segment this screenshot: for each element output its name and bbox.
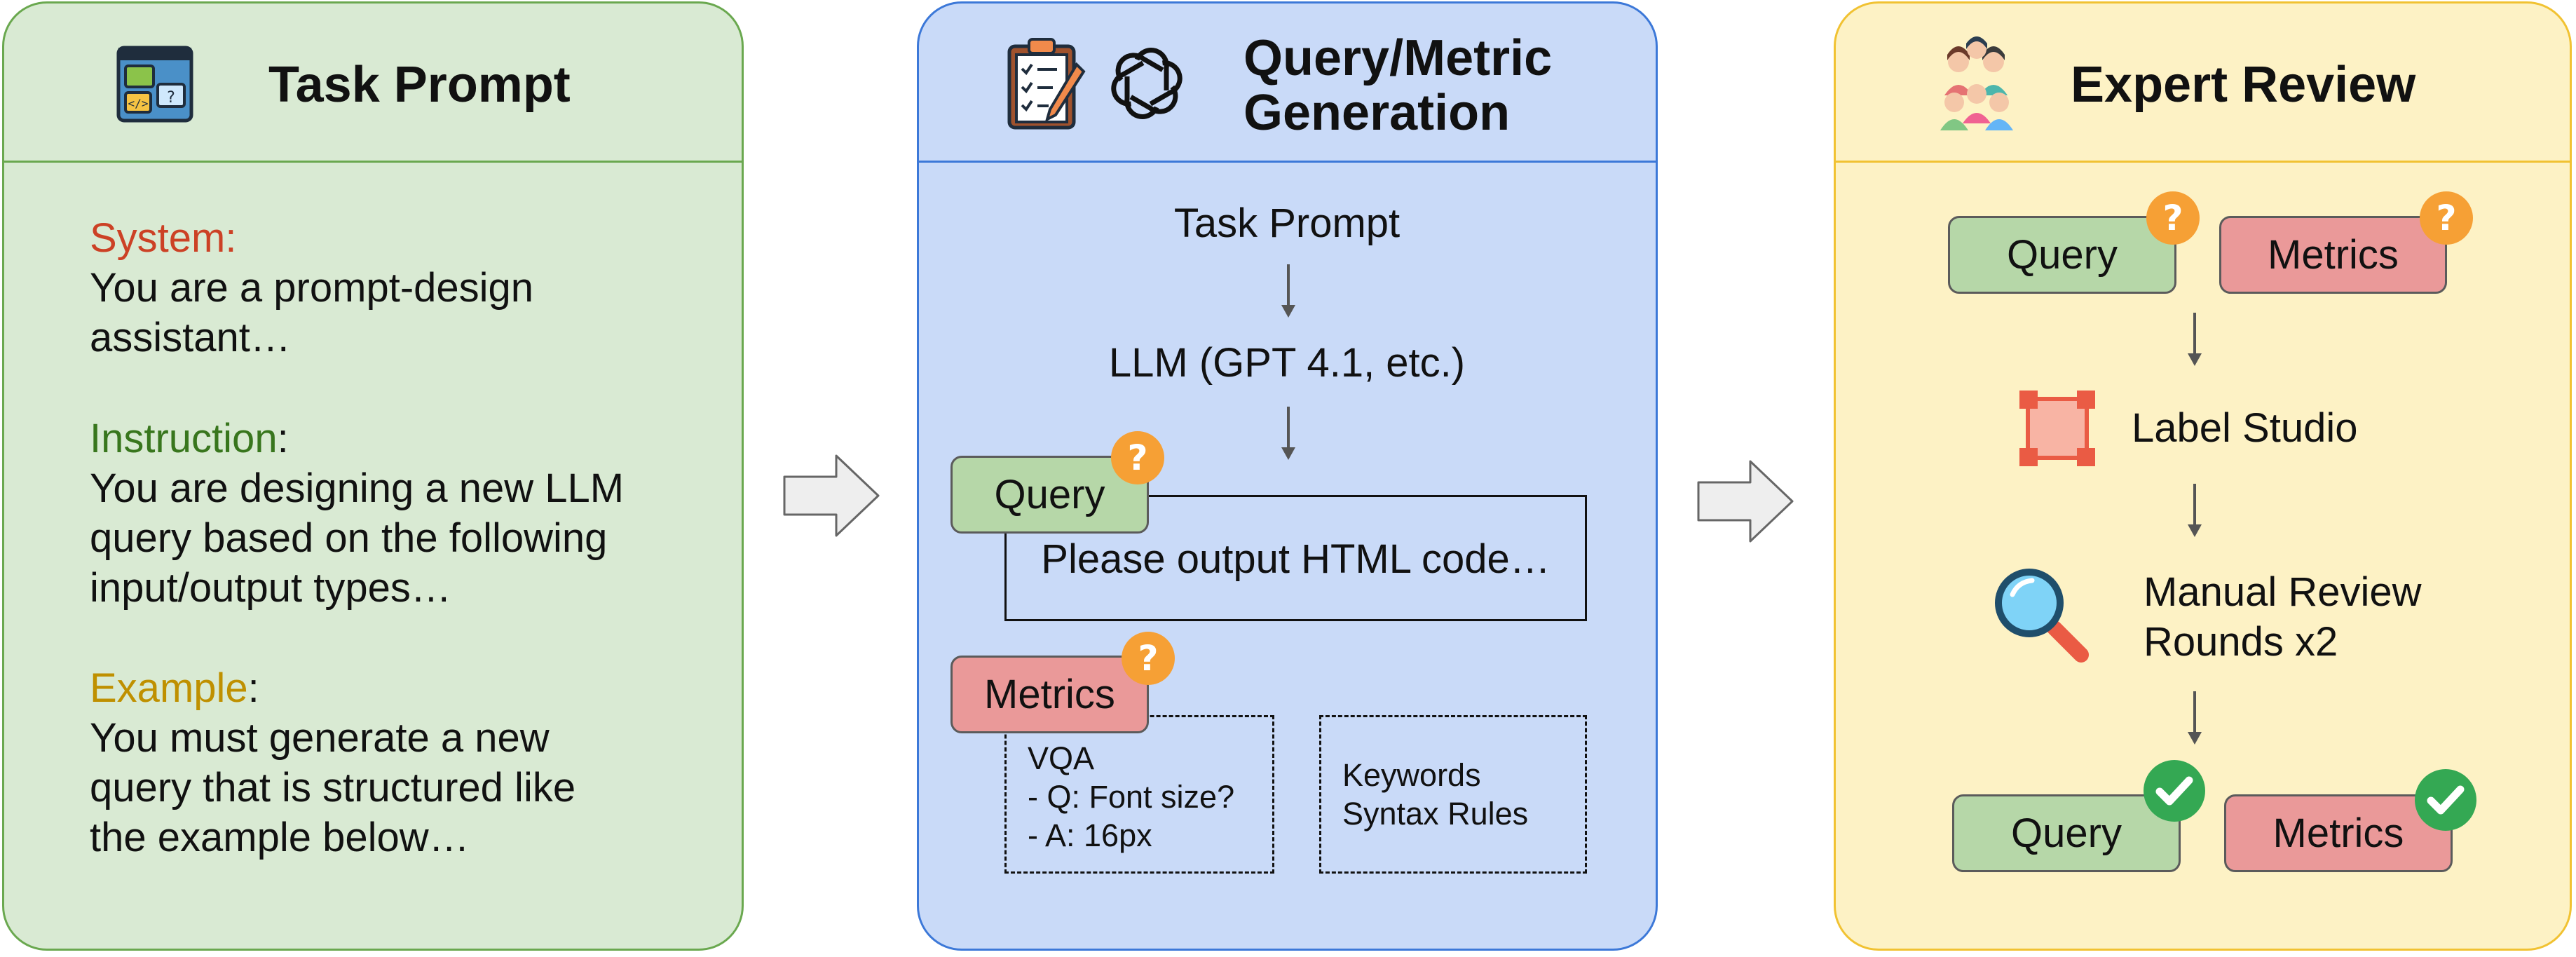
clipboard-checklist-icon bbox=[1007, 38, 1086, 130]
metrics-tag: Metrics bbox=[950, 656, 1149, 733]
team-icon bbox=[1940, 36, 2013, 130]
magnifier-icon bbox=[1995, 569, 2089, 663]
instruction-label: Instruction bbox=[90, 416, 278, 461]
label-studio-label: Label Studio bbox=[2132, 405, 2358, 451]
instruction-section: Instruction: You are designing a new LLM… bbox=[90, 414, 707, 613]
down-arrow bbox=[1281, 264, 1295, 318]
flow-arrow-right-2 bbox=[1697, 460, 1794, 543]
final-metrics-tag: Metrics bbox=[2224, 794, 2453, 872]
query-tag: Query bbox=[1948, 216, 2176, 294]
question-badge-icon: ? bbox=[2146, 191, 2200, 245]
example-section: Example: You must generate a new query t… bbox=[90, 663, 707, 862]
manual-review-text: Manual Review Rounds x2 bbox=[2144, 567, 2422, 667]
svg-text:</>: </> bbox=[128, 97, 149, 110]
check-badge-icon bbox=[2415, 769, 2476, 831]
panel-divider bbox=[4, 161, 742, 163]
step-task-prompt: Task Prompt bbox=[1173, 201, 1401, 246]
example-text-line-2: query that is structured like bbox=[90, 765, 576, 810]
final-query-tag: Query bbox=[1952, 794, 2181, 872]
down-arrow bbox=[2188, 484, 2202, 537]
svg-text:?: ? bbox=[2162, 198, 2183, 238]
vqa-text: VQA - Q: Font size? - A: 16px bbox=[1028, 739, 1234, 855]
down-arrow bbox=[2188, 313, 2202, 366]
svg-text:?: ? bbox=[1127, 437, 1147, 478]
task-prompt-panel bbox=[2, 1, 744, 951]
vqa-line-3: - A: 16px bbox=[1028, 817, 1152, 853]
query-tag: Query bbox=[950, 456, 1149, 534]
check-badge-icon bbox=[2144, 760, 2205, 822]
system-text-line-1: You are a prompt-design bbox=[90, 265, 534, 311]
rules-text: Keywords Syntax Rules bbox=[1342, 756, 1528, 833]
example-text-line-1: You must generate a new bbox=[90, 715, 550, 761]
instruction-text-line-3: input/output types… bbox=[90, 565, 451, 611]
question-badge-icon: ? bbox=[1122, 632, 1175, 685]
panel1-title: Task Prompt bbox=[268, 57, 571, 113]
label-studio-icon bbox=[2019, 391, 2095, 466]
metrics-tag: Metrics bbox=[2219, 216, 2447, 294]
rules-line-1: Keywords bbox=[1342, 757, 1481, 793]
flow-arrow-right-1 bbox=[783, 454, 880, 537]
svg-text:?: ? bbox=[1138, 638, 1158, 679]
rules-dashed-box bbox=[1319, 715, 1587, 874]
system-label-line: System: bbox=[90, 215, 237, 261]
vqa-line-2: - Q: Font size? bbox=[1028, 779, 1235, 815]
svg-text:?: ? bbox=[2436, 198, 2456, 238]
panel2-title-line-2: Generation bbox=[1243, 85, 1511, 141]
step-llm: LLM (GPT 4.1, etc.) bbox=[1108, 340, 1466, 386]
system-label: System bbox=[90, 215, 226, 261]
example-label: Example bbox=[90, 665, 248, 711]
manual-review-line-2: Rounds x2 bbox=[2144, 619, 2338, 665]
question-badge-icon: ? bbox=[1111, 431, 1164, 484]
panel-divider bbox=[1836, 161, 2570, 163]
web-design-icon: ? </> bbox=[116, 46, 193, 123]
manual-review-line-1: Manual Review bbox=[2144, 569, 2422, 615]
panel-divider bbox=[919, 161, 1656, 163]
vqa-line-1: VQA bbox=[1028, 740, 1095, 776]
example-text-line-3: the example below… bbox=[90, 815, 470, 860]
panel2-title-line-1: Query/Metric bbox=[1243, 30, 1553, 86]
question-badge-icon: ? bbox=[2420, 191, 2473, 245]
example-label-line: Example: bbox=[90, 665, 259, 711]
system-section: System: You are a prompt-design assistan… bbox=[90, 213, 707, 362]
rules-line-2: Syntax Rules bbox=[1342, 796, 1529, 832]
down-arrow bbox=[1281, 407, 1295, 460]
svg-text:?: ? bbox=[167, 89, 175, 107]
instruction-label-line: Instruction: bbox=[90, 416, 289, 461]
panel3-title: Expert Review bbox=[2071, 57, 2416, 113]
down-arrow bbox=[2188, 691, 2202, 745]
system-text-line-2: assistant… bbox=[90, 315, 291, 360]
instruction-text-line-2: query based on the following bbox=[90, 515, 608, 561]
instruction-text-line-1: You are designing a new LLM bbox=[90, 466, 625, 511]
panel2-title: Query/Metric Generation bbox=[1243, 31, 1552, 140]
openai-logo-icon bbox=[1111, 48, 1183, 119]
query-output-text: Please output HTML code… bbox=[1041, 536, 1551, 582]
query-output-box bbox=[1004, 495, 1587, 621]
